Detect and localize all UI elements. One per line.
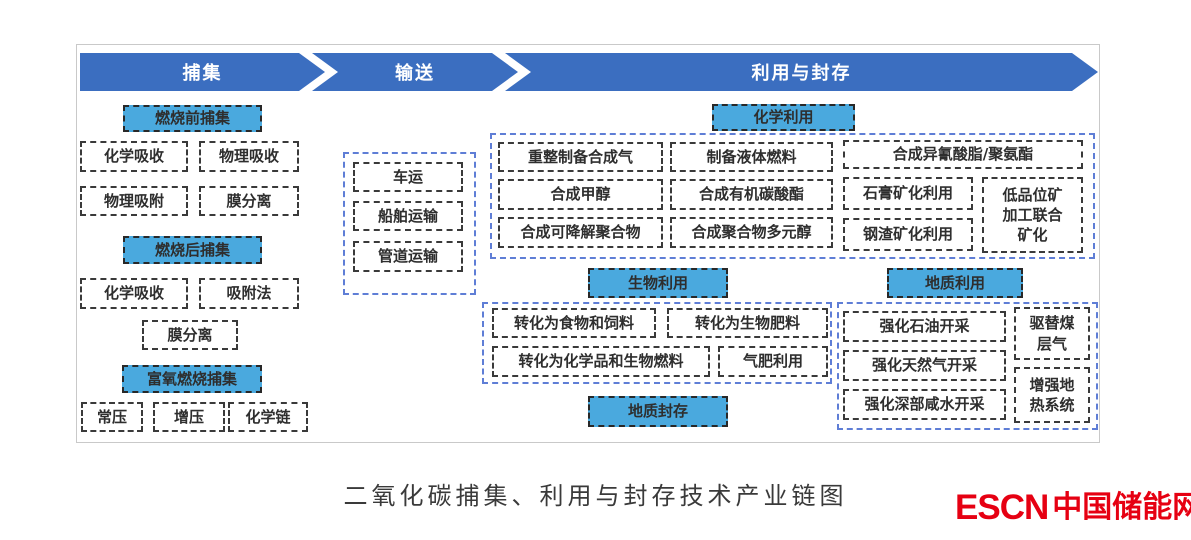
- box-gypsum-mineralization: 石膏矿化利用: [843, 177, 973, 210]
- chemical-utilization-container: [490, 133, 1095, 259]
- flow-stage-capture-label: 捕集: [182, 63, 223, 84]
- header-chemical-utilization: 化学利用: [712, 104, 855, 131]
- box-chemical-looping: 化学链: [228, 402, 308, 432]
- box-pipeline-transport: 管道运输: [353, 241, 463, 272]
- header-geological-utilization: 地质利用: [887, 268, 1023, 298]
- box-degradable-polymer: 合成可降解聚合物: [498, 217, 663, 248]
- figure-caption: 二氧化碳捕集、利用与封存技术产业链图: [343, 482, 848, 510]
- box-gas-fertilizer: 气肥利用: [718, 346, 828, 377]
- flow-stage-utilization-storage: 利用与封存: [505, 53, 1098, 91]
- box-chemicals-and-biofuel: 转化为化学品和生物燃料: [492, 346, 710, 377]
- box-polymer-polyol: 合成聚合物多元醇: [670, 217, 833, 248]
- header-post-combustion-capture: 燃烧后捕集: [123, 236, 262, 264]
- box-ship-transport: 船舶运输: [353, 201, 463, 231]
- box-membrane-separation-pre: 膜分离: [199, 186, 299, 216]
- box-liquid-fuel: 制备液体燃料: [670, 142, 833, 172]
- header-biological-utilization: 生物利用: [588, 268, 728, 298]
- box-adsorption-method: 吸附法: [199, 278, 299, 309]
- transport-container: [343, 152, 476, 295]
- flow-stage-utilization-storage-label: 利用与封存: [751, 63, 852, 84]
- box-pressurized: 增压: [153, 402, 225, 432]
- box-enhanced-saline-water-recovery: 强化深部咸水开采: [843, 389, 1006, 420]
- box-chemical-absorption-post: 化学吸收: [80, 278, 188, 309]
- flow-stage-capture: 捕集: [80, 53, 325, 91]
- box-coalbed-methane-displacement: 驱替煤层气: [1014, 307, 1090, 360]
- flow-stage-transport-label: 输送: [395, 63, 435, 84]
- box-bio-fertilizer: 转化为生物肥料: [667, 308, 828, 338]
- box-methanol-synthesis: 合成甲醇: [498, 179, 663, 210]
- box-physical-absorption: 物理吸收: [199, 141, 299, 172]
- box-enhanced-oil-recovery: 强化石油开采: [843, 311, 1006, 342]
- box-isocyanate-polyurethane: 合成异氰酸脂/聚氨酯: [843, 140, 1083, 169]
- box-steel-slag-mineralization: 钢渣矿化利用: [843, 218, 973, 251]
- box-reforming-syngas: 重整制备合成气: [498, 142, 663, 172]
- escn-logo: ESCN 中国储能网: [955, 490, 1191, 525]
- escn-logo-abbr: ESCN: [955, 488, 1049, 527]
- box-organic-carbonate: 合成有机碳酸酯: [670, 179, 833, 210]
- geological-utilization-container: [837, 302, 1098, 430]
- box-atmospheric-pressure: 常压: [81, 402, 143, 432]
- box-low-grade-ore-mineralization: 低品位矿加工联合矿化: [982, 177, 1083, 253]
- box-truck-transport: 车运: [353, 162, 463, 192]
- box-food-and-feed: 转化为食物和饲料: [492, 308, 656, 338]
- box-physical-adsorption: 物理吸附: [80, 186, 188, 216]
- box-enhanced-geothermal-system: 增强地热系统: [1014, 367, 1090, 423]
- escn-logo-name: 中国储能网: [1052, 489, 1191, 525]
- header-pre-combustion-capture: 燃烧前捕集: [123, 105, 262, 132]
- flow-stage-transport: 输送: [312, 53, 518, 91]
- header-geological-storage: 地质封存: [588, 396, 728, 427]
- header-oxyfuel-combustion-capture: 富氧燃烧捕集: [122, 365, 262, 393]
- box-chemical-absorption-pre: 化学吸收: [80, 141, 188, 172]
- box-enhanced-gas-recovery: 强化天然气开采: [843, 350, 1006, 381]
- biological-utilization-container: [482, 302, 832, 384]
- box-membrane-separation-post: 膜分离: [142, 320, 238, 350]
